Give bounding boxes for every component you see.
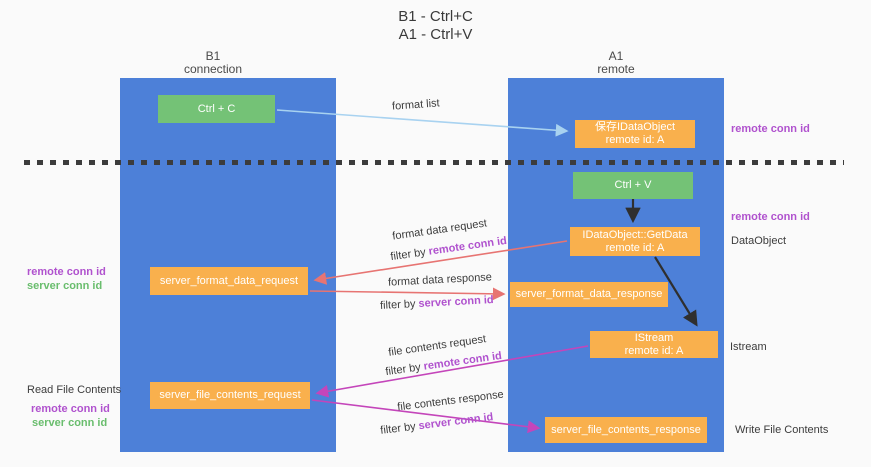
node-istream: IStream remote id: A: [590, 331, 718, 358]
annotation-write-file-contents: Write File Contents: [735, 424, 829, 436]
node-ctrl-c: Ctrl + C: [158, 95, 275, 123]
lane-a1-role: remote: [597, 62, 635, 76]
lane-header-b1: B1 connection: [105, 50, 321, 76]
node-server-file-contents-response: server_file_contents_response: [545, 417, 707, 443]
lane-header-a1: A1 remote: [508, 50, 724, 76]
node-save-idataobject-line1: 保存IDataObject: [594, 121, 676, 133]
annotation-left-server-conn-mid: server conn id: [27, 280, 103, 292]
lane-a1-name: A1: [608, 49, 624, 63]
arrow-format-list: [276, 109, 569, 137]
node-istream-line2: remote id: A: [624, 344, 684, 357]
node-idataobject-getdata: IDataObject::GetData remote id: A: [570, 227, 700, 256]
annotation-left-server-conn-bottom: server conn id: [32, 417, 108, 429]
arrow-file-contents-response: [311, 399, 541, 434]
session-divider-dashed-line: [24, 160, 844, 165]
node-getdata-line2: remote id: A: [605, 241, 665, 254]
arrow-format-data-response: [309, 287, 506, 301]
annotation-remote-conn-id-top: remote conn id: [731, 123, 810, 135]
filter-by-text: filter by: [379, 298, 416, 312]
annotation-read-file-contents: Read File Contents: [27, 384, 122, 396]
node-file-request-label: server_file_contents_request: [159, 389, 301, 401]
node-getdata-line1: IDataObject::GetData: [582, 228, 688, 241]
annotation-remote-conn-id-mid: remote conn id: [731, 211, 810, 223]
node-server-format-data-request: server_format_data_request: [150, 267, 308, 295]
arrow-file-contents-request: [315, 345, 589, 398]
node-ctrl-v-label: Ctrl + V: [614, 179, 652, 191]
annotation-left-remote-conn-mid: remote conn id: [27, 266, 106, 278]
node-ctrl-v: Ctrl + V: [573, 172, 693, 199]
node-server-file-contents-request: server_file_contents_request: [150, 382, 310, 409]
title-line-2: A1 - Ctrl+V: [398, 26, 473, 43]
arrow-format-data-request: [313, 240, 568, 285]
node-save-idataobject: 保存IDataObject remote id: A: [575, 120, 695, 148]
node-file-response-label: server_file_contents_response: [551, 423, 701, 436]
node-ctrl-c-label: Ctrl + C: [197, 102, 236, 115]
node-server-format-data-response: server_format_data_response: [510, 282, 668, 307]
lane-b1-name: B1: [205, 49, 221, 63]
lane-b1-role: connection: [183, 62, 243, 76]
annotation-dataobject: DataObject: [731, 235, 787, 247]
diagram-title: B1 - Ctrl+C A1 - Ctrl+V: [0, 8, 871, 44]
node-istream-line1: IStream: [634, 331, 674, 344]
node-save-idataobject-line2: remote id: A: [605, 134, 665, 146]
title-line-1: B1 - Ctrl+C: [398, 8, 473, 25]
annotation-istream: Istream: [730, 341, 767, 353]
annotation-left-remote-conn-bottom: remote conn id: [31, 403, 110, 415]
node-format-request-label: server_format_data_request: [159, 274, 299, 287]
node-format-response-label: server_format_data_response: [515, 288, 663, 300]
arrow-getdata-to-istream: [654, 256, 698, 327]
